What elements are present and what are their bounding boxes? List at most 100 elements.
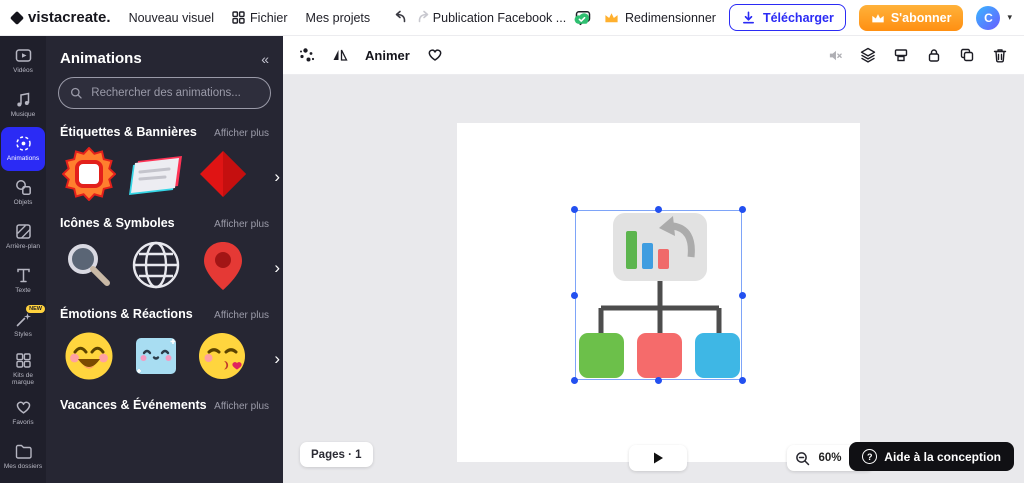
sidebar-item-musique[interactable]: Musique <box>1 83 45 127</box>
search-icon <box>70 87 82 99</box>
new-badge: NEW <box>26 305 45 313</box>
text-icon <box>16 269 30 283</box>
nav-label: Nouveau visuel <box>128 10 215 25</box>
sidebar-item-label: Vidéos <box>13 67 33 75</box>
grid-icon <box>232 11 245 24</box>
thumb-kiss-emoji[interactable] <box>196 329 250 383</box>
sidebar-item-kits-de-marque[interactable]: Kits de marque <box>1 347 45 391</box>
flip-icon[interactable] <box>332 47 348 63</box>
sidebar-item-videos[interactable]: Vidéos <box>1 39 45 83</box>
orgchart-graphic <box>579 213 740 378</box>
layers-icon[interactable] <box>860 47 876 63</box>
thumb-row-icones: › <box>46 236 283 299</box>
pages-button[interactable]: Pages · 1 <box>300 442 373 467</box>
logo-icon <box>9 10 25 25</box>
selection-handle[interactable] <box>571 377 578 384</box>
section-title: Étiquettes & Bannières <box>60 125 197 139</box>
doc-title[interactable]: Publication Facebook ... <box>432 11 567 25</box>
brand-kit-icon <box>15 352 31 368</box>
animations-panel: Animations « Étiquettes & Bannières Affi… <box>46 36 283 483</box>
search-box[interactable] <box>58 77 271 109</box>
selection-handle[interactable] <box>739 291 746 299</box>
left-rail: Vidéos Musique Animations Objets Arrière… <box>0 36 46 483</box>
resize-button[interactable]: Redimensionner <box>604 11 716 25</box>
nav-mes-projets[interactable]: Mes projets <box>306 11 371 25</box>
sidebar-item-animations[interactable]: Animations <box>1 127 45 171</box>
chevron-right-icon[interactable]: › <box>274 166 280 186</box>
section-title: Émotions & Réactions <box>60 307 193 321</box>
play-icon <box>653 452 663 464</box>
play-button[interactable] <box>629 445 687 471</box>
sidebar-item-label: Kits de marque <box>11 371 35 386</box>
animations-icon <box>15 136 31 152</box>
sidebar-item-mes-dossiers[interactable]: Mes dossiers <box>1 435 45 479</box>
thumb-globe[interactable] <box>129 238 183 292</box>
thumb-happy-emoji[interactable] <box>62 329 116 383</box>
search-input[interactable] <box>89 86 259 100</box>
thumb-kawaii-square[interactable] <box>129 329 183 383</box>
canvas-area[interactable]: Pages · 1 60% ? Aide à la conception <box>283 75 1024 483</box>
nav-label: Mes projets <box>305 10 371 25</box>
download-label: Télécharger <box>762 10 834 25</box>
effects-icon[interactable] <box>299 47 315 63</box>
chevron-right-icon[interactable]: › <box>274 257 280 277</box>
selection-handle[interactable] <box>739 377 746 384</box>
nav-label: Fichier <box>250 10 288 25</box>
thumb-magnifier[interactable] <box>62 238 116 292</box>
thumb-glitch-banner[interactable] <box>129 147 183 201</box>
chevron-right-icon[interactable]: › <box>274 348 280 368</box>
canvas-toolbar: Animer <box>283 36 1024 75</box>
avatar[interactable]: C <box>976 5 1001 30</box>
undo-icon[interactable] <box>392 10 407 25</box>
collapse-panel-icon[interactable]: « <box>261 50 269 67</box>
zoom-level[interactable]: 60% <box>818 452 842 464</box>
sidebar-item-objets[interactable]: Objets <box>1 171 45 215</box>
sidebar-item-texte[interactable]: Texte <box>1 259 45 303</box>
selection-handle[interactable] <box>739 206 746 213</box>
animer-button[interactable]: Animer <box>365 47 410 63</box>
subscribe-button[interactable]: S'abonner <box>858 4 964 31</box>
download-button[interactable]: Télécharger <box>728 4 846 31</box>
section-title: Vacances & Événements <box>60 398 207 412</box>
resize-label: Redimensionner <box>624 10 716 25</box>
thumb-location-pin[interactable] <box>196 238 250 292</box>
afficher-plus-link[interactable]: Afficher plus <box>214 128 269 139</box>
crown-icon <box>605 13 618 23</box>
redo-icon[interactable] <box>417 10 432 25</box>
subscribe-label: S'abonner <box>890 10 952 25</box>
sidebar-item-styles[interactable]: NEW Styles <box>1 303 45 347</box>
sidebar-item-label: Objets <box>13 199 33 207</box>
favorite-heart-icon[interactable] <box>427 47 443 63</box>
thumb-row-etiquettes: › <box>46 145 283 208</box>
selection-handle[interactable] <box>571 291 578 299</box>
sidebar-item-label: Musique <box>10 111 36 119</box>
afficher-plus-link[interactable]: Afficher plus <box>214 401 269 412</box>
magic-wand-icon <box>16 313 31 327</box>
background-icon <box>15 224 31 240</box>
zoom-out-icon[interactable] <box>795 451 810 466</box>
music-icon <box>16 92 29 107</box>
mute-icon[interactable] <box>828 48 843 63</box>
nav-fichier[interactable]: Fichier <box>232 11 288 25</box>
design-help-button[interactable]: ? Aide à la conception <box>849 442 1014 471</box>
position-icon[interactable] <box>893 47 909 63</box>
selection-handle[interactable] <box>571 206 578 213</box>
selected-element-orgchart[interactable] <box>571 206 746 384</box>
nav-nouveau-visuel[interactable]: Nouveau visuel <box>129 11 214 25</box>
duplicate-icon[interactable] <box>959 47 975 63</box>
chevron-down-icon[interactable]: ▾ <box>1007 12 1012 22</box>
delete-icon[interactable] <box>992 47 1008 63</box>
lock-icon[interactable] <box>926 47 942 63</box>
selection-handle[interactable] <box>655 377 662 384</box>
afficher-plus-link[interactable]: Afficher plus <box>214 219 269 230</box>
thumb-starburst-frame[interactable] <box>62 147 116 201</box>
sidebar-item-favoris[interactable]: Favoris <box>1 391 45 435</box>
heart-icon <box>16 401 30 414</box>
section-title: Icônes & Symboles <box>60 216 175 230</box>
sidebar-item-arriere-plan[interactable]: Arrière-plan <box>1 215 45 259</box>
thumb-red-diamond[interactable] <box>196 147 250 201</box>
selection-handle[interactable] <box>655 206 662 213</box>
afficher-plus-link[interactable]: Afficher plus <box>214 310 269 321</box>
design-help-label: Aide à la conception <box>884 449 1001 464</box>
vistacreate-logo[interactable]: vistacreate. <box>9 9 111 26</box>
